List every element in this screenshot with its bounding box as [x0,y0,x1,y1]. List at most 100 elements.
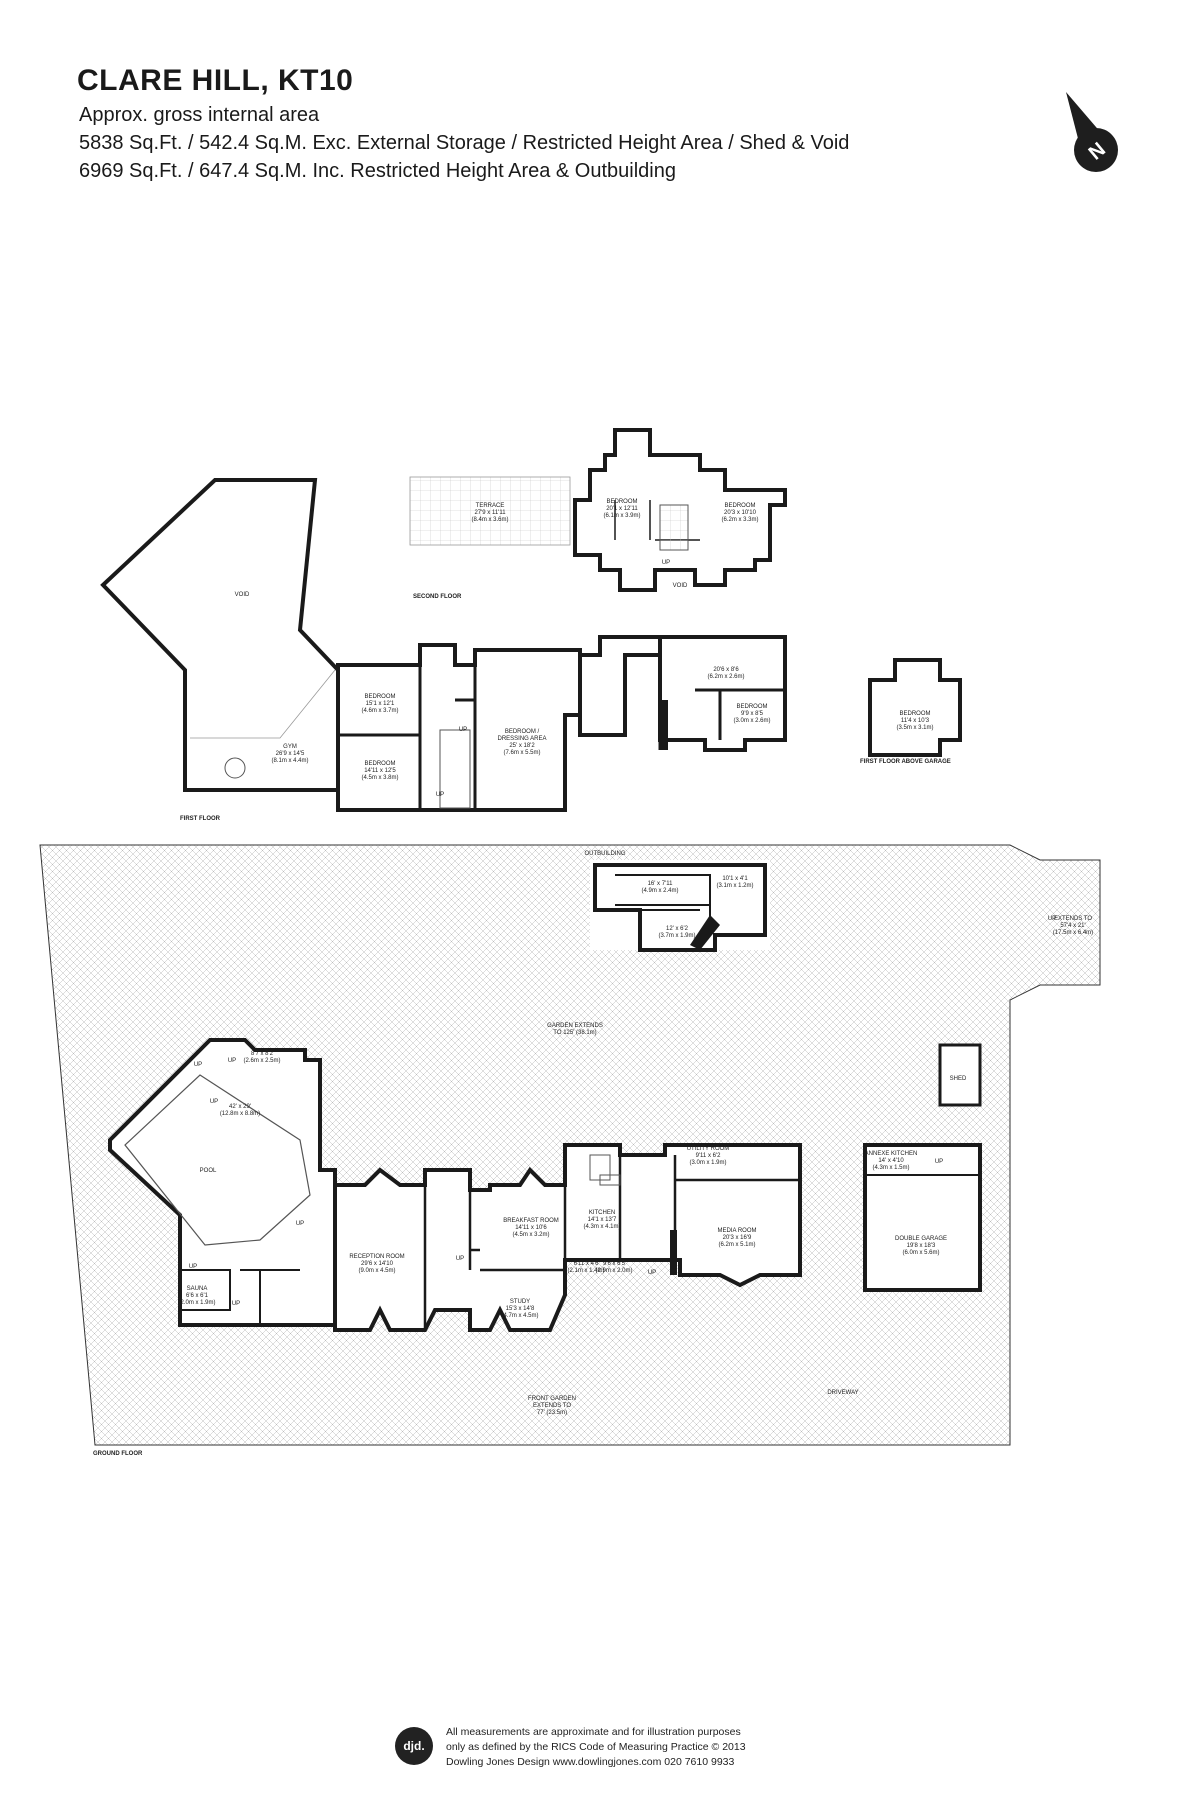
room-label-line: BEDROOM [899,711,930,717]
room-label-line: 77' (23.5m) [537,1410,567,1416]
room-label-line: 14'11 x 12'5 [364,768,396,774]
room-label-line: 10'1 x 4'1 [722,876,748,882]
room-label-gf-up8: UP [648,1270,656,1276]
room-label-line: 19'8 x 18'3 [907,1243,936,1249]
room-label-line: (3.0m x 1.9m) [689,1160,726,1166]
room-label-store1: 6'11 x 4'6(2.1m x 1.4m) [567,1261,604,1274]
room-label-line: UP [436,792,444,798]
room-label-line: GYM [283,744,297,750]
djd-logo: djd. [395,1727,433,1765]
room-label-line: (2.1m x 1.4m) [567,1268,604,1274]
room-label-line: (8.4m x 3.6m) [471,517,508,523]
room-label-line: (4.5m x 3.8m) [361,775,398,781]
room-label-line: (7.6m x 5.5m) [503,750,540,756]
room-label-ff-up1: UP [459,727,467,733]
room-label-line: (6.2m x 3.3m) [721,517,758,523]
room-label-line: UP [296,1221,304,1227]
room-label-line: 12' x 6'2 [666,926,689,932]
room-label-line: BEDROOM / [505,729,540,735]
room-label-line: 27'9 x 11'11 [474,510,506,516]
room-label-gf-up9: UP [935,1159,943,1165]
room-label-line: 57'4 x 21' [1060,923,1085,929]
room-label-pool-hall: 42' x 29'(12.8m x 8.8m) [220,1104,260,1117]
room-label-line: 14'1 x 13'7 [588,1217,617,1223]
room-label-line: UP [228,1058,236,1064]
room-label-line: (6.2m x 2.6m) [707,674,744,680]
room-label-line: 15'1 x 12'1 [366,701,395,707]
room-label-gf-up1: UP [194,1062,202,1068]
room-label-sf-up: UP [662,560,670,566]
room-label-line: BREAKFAST ROOM [503,1218,559,1224]
room-label-line: 25' x 18'2 [509,743,535,749]
room-label-line: 15'3 x 14'8 [506,1306,535,1312]
room-label-gf-up6: UP [232,1301,240,1307]
first-floor [100,478,962,812]
room-label-line: UP [456,1256,464,1262]
label-ground-floor: GROUND FLOOR [93,1451,143,1457]
room-label-line: (3.5m x 3.1m) [896,725,933,731]
room-label-line: (6.2m x 5.1m) [718,1242,755,1248]
room-label-line: 14'11 x 10'6 [515,1225,547,1231]
room-label-line: (2.9m x 2.0m) [595,1268,632,1274]
room-label-line: VOID [235,592,250,598]
main-house-walls [333,1143,802,1332]
double-garage [863,1143,982,1292]
room-label-line: (4.9m x 2.4m) [641,888,678,894]
room-label-line: UP [662,560,670,566]
room-label-gf-up3: UP [228,1058,236,1064]
room-label-line: (8.1m x 4.4m) [271,758,308,764]
void-outline [100,478,340,792]
room-label-sf-void: VOID [673,583,688,589]
room-label-line: BEDROOM [724,503,755,509]
shed [938,1043,982,1107]
room-label-void: VOID [235,592,250,598]
room-label-line: (12.8m x 8.8m) [220,1111,260,1117]
room-label-line: (3.1m x 1.2m) [716,883,753,889]
room-label-line: VOID [673,583,688,589]
room-label-line: 8'7 x 8'2 [251,1051,274,1057]
room-label-ff-up2: UP [436,792,444,798]
room-label-line: (3.0m x 2.6m) [733,718,770,724]
room-label-line: 20'3 x 16'9 [723,1235,752,1241]
room-label-line: 20'6 x 8'6 [713,667,739,673]
room-label-line: DOUBLE GARAGE [895,1236,947,1242]
room-label-line: UP [232,1301,240,1307]
room-label-ff-room: 20'6 x 8'6(6.2m x 2.6m) [707,667,744,680]
room-label-ob-room2: 12' x 6'2(3.7m x 1.9m) [658,926,695,939]
terrace [409,476,571,546]
room-label-line: UP [189,1264,197,1270]
room-label-line: UP [194,1062,202,1068]
room-label-line: 9'9 x 8'5 [741,711,764,717]
room-label-line: DRIVEWAY [827,1390,858,1396]
room-label-line: GARDEN EXTENDS [547,1023,603,1029]
room-label-line: UP [1048,916,1056,922]
room-label-line: 20'3 x 10'10 [724,510,757,516]
label-first-floor: FIRST FLOOR [180,816,221,822]
label-second-floor: SECOND FLOOR [413,594,462,600]
room-label-line: POOL [200,1168,217,1174]
room-label-line: EXTENDS TO [533,1403,571,1409]
room-label-ext-up: UP [1048,916,1056,922]
area-inc: 6969 Sq.Ft. / 647.4 Sq.M. Inc. Restricte… [79,160,676,182]
room-label-line: SHED [950,1076,967,1082]
room-label-line: RECEPTION ROOM [349,1254,404,1260]
footer-line3: Dowling Jones Design www.dowlingjones.co… [446,1756,735,1768]
room-label-line: 14' x 4'10 [878,1158,904,1164]
room-label-line: (3.7m x 1.9m) [658,933,695,939]
room-label-pool: POOL [200,1168,217,1174]
label-first-floor-above-garage: FIRST FLOOR ABOVE GARAGE [860,759,951,765]
room-label-gf-up2: UP [210,1099,218,1105]
